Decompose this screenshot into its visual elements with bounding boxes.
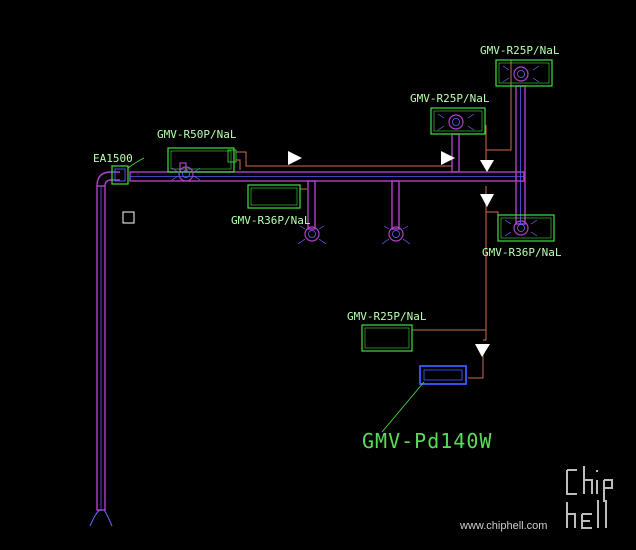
outdoor-unit-leader-line (381, 381, 425, 433)
indoor-unit-r36p-right[interactable] (497, 214, 555, 242)
arrow-down-1 (480, 160, 494, 172)
diffuser-2 (381, 225, 411, 245)
diffuser-icon (388, 226, 404, 242)
branch-duct-diffuser-2 (391, 180, 400, 230)
diffuser-icon (513, 220, 529, 236)
indoor-unit-r50p[interactable] (167, 147, 237, 182)
arrow-right-1 (288, 151, 302, 165)
indoor-unit-r25p-mid[interactable] (430, 107, 486, 135)
indoor-unit-r36p-mid[interactable] (247, 184, 301, 209)
label-r36p-right: GMV-R36P/NaL (482, 246, 562, 259)
outdoor-unit-pd140w[interactable] (419, 365, 467, 385)
main-duct-system (89, 85, 526, 527)
label-r36p-mid: GMV-R36P/NaL (231, 214, 311, 227)
label-outdoor-unit: GMV-Pd140W (362, 429, 492, 453)
exhaust-grille (89, 509, 113, 527)
arrow-down-3 (475, 344, 490, 357)
watermark-url: www.chiphell.com (459, 520, 547, 532)
watermark-logo (566, 466, 613, 529)
label-r25p-mid: GMV-R25P/NaL (410, 92, 490, 105)
diffuser-icon (513, 66, 529, 82)
diffuser-icon (178, 166, 194, 182)
label-r25p-low: GMV-R25P/NaL (347, 310, 427, 323)
diffuser-icon (448, 114, 464, 130)
label-r50p: GMV-R50P/NaL (157, 128, 237, 141)
exhaust-fan-ea1500[interactable] (111, 157, 145, 185)
selection-marker (122, 211, 135, 224)
label-r25p-top: GMV-R25P/NaL (480, 44, 560, 57)
flow-arrows (288, 151, 494, 357)
diffuser-icon (304, 226, 320, 242)
arrow-right-2 (441, 151, 455, 165)
label-exhaust-fan: EA1500 (93, 152, 133, 165)
duct-elbow (96, 171, 120, 187)
branch-duct-diffuser-1 (307, 180, 316, 230)
diffuser-1 (297, 225, 327, 245)
indoor-unit-r25p-top[interactable] (495, 59, 553, 87)
indoor-unit-r25p-low[interactable] (361, 324, 413, 352)
arrow-down-2 (480, 194, 494, 207)
